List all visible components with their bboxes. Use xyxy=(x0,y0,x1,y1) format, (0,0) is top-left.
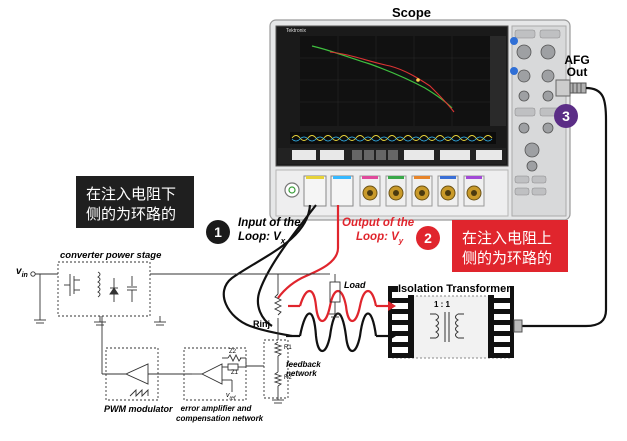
output-label-line1: Output of the xyxy=(342,217,415,229)
step-1-badge: 1 xyxy=(206,220,230,244)
isolation-transformer-title: Isolation Transformer xyxy=(398,283,511,295)
rinj-label: Rinj xyxy=(253,319,270,329)
pwm-modulator-label: PWM modulator xyxy=(104,404,173,414)
vin-subscript: in xyxy=(21,272,28,279)
ea-line2: compensation network xyxy=(176,414,264,423)
output-label-line2: Loop: V xyxy=(356,231,399,243)
r1-label: R1 xyxy=(284,345,292,351)
output-label-subscript: y xyxy=(398,236,404,246)
feedback-network-label: feedback network xyxy=(286,360,321,378)
injection-coil xyxy=(286,289,396,353)
channel-inputs xyxy=(359,175,485,207)
vref-text: v xyxy=(226,392,230,399)
afg-out-label: AFG Out xyxy=(562,54,592,78)
input-label-line1: Input of the xyxy=(238,217,301,229)
power-button xyxy=(284,182,300,198)
afg-label-line1: AFG xyxy=(564,53,590,67)
scope-title: Scope xyxy=(392,5,432,20)
converter-circuit xyxy=(30,261,341,404)
vref-label: vref xyxy=(226,392,235,401)
note-lower-side: 在注入电阻下侧的为环路的 xyxy=(76,176,194,228)
z2-label: Z2 xyxy=(229,349,237,355)
vref-subscript: ref xyxy=(229,395,236,402)
feedback-line2: network xyxy=(286,369,317,378)
error-amplifier-label: error amplifier and compensation network xyxy=(176,404,264,424)
isolation-transformer xyxy=(388,286,523,359)
input-label-subscript: x xyxy=(280,236,286,246)
step-2-badge: 2 xyxy=(416,226,440,250)
input-label-line2: Loop: V xyxy=(238,231,281,243)
step-3-badge: 3 xyxy=(554,104,578,128)
afg-label-line2: Out xyxy=(566,65,588,79)
input-of-loop-label: Input of the Loop: Vx xyxy=(238,216,301,248)
afg-cable xyxy=(520,86,608,328)
note-upper-side: 在注入电阻上侧的为环路的 xyxy=(452,220,568,272)
z1-label: Z1 xyxy=(231,370,239,376)
power-stage-label: converter power stage xyxy=(60,250,162,261)
transformer-ratio: 1 : 1 xyxy=(434,300,451,309)
ch2-cable xyxy=(277,205,340,299)
feedback-line1: feedback xyxy=(286,360,321,369)
knob xyxy=(516,44,532,60)
scope-brand-logo: Tektronix xyxy=(286,28,307,34)
oscilloscope xyxy=(269,19,587,221)
phase-trace xyxy=(329,51,455,113)
ea-line1: error amplifier and xyxy=(180,404,252,413)
vin-text: v xyxy=(16,266,22,277)
output-of-loop-label: Output of the Loop: Vy xyxy=(342,216,414,248)
vin-label: vin xyxy=(16,266,28,279)
r2-label: R2 xyxy=(284,375,292,381)
load-label: Load xyxy=(344,280,366,290)
gain-trace xyxy=(311,45,453,109)
